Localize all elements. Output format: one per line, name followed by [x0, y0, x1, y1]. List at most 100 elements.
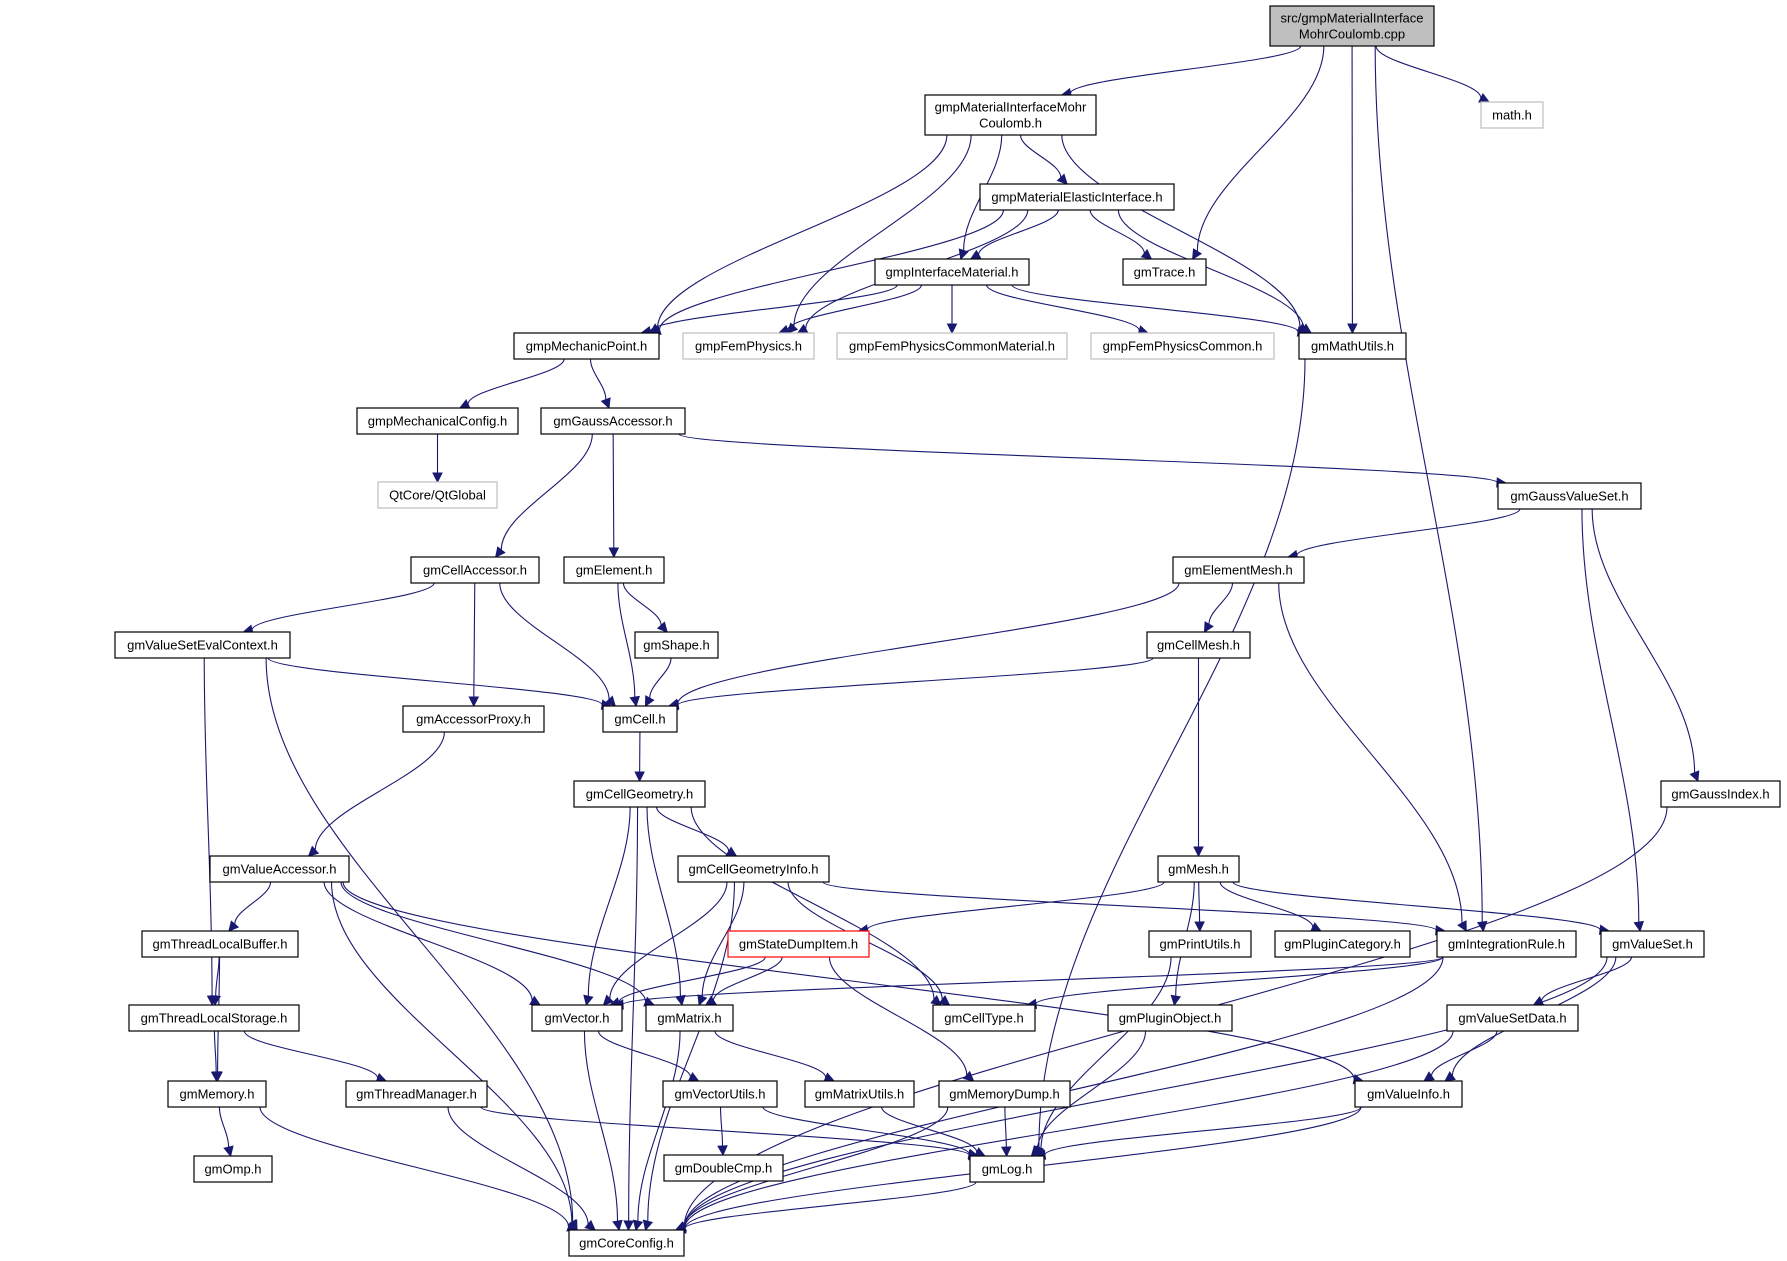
edge-gaussvs-to-gaussidx — [1591, 508, 1700, 783]
node-intrule[interactable]: gmIntegrationRule.h — [1436, 930, 1577, 958]
node-label: gmValueSetEvalContext.h — [127, 638, 278, 653]
edge-line — [1089, 209, 1145, 254]
edge-mohrh-to-mechpt — [649, 134, 948, 334]
node-box — [1122, 258, 1207, 286]
node-mechcfg[interactable]: gmpMechanicalConfig.h — [356, 407, 519, 435]
node-cell[interactable]: gmCell.h — [602, 705, 678, 733]
edge-ifmat-to-mechpt — [640, 284, 898, 337]
node-gaussacc[interactable]: gmGaussAccessor.h — [540, 407, 686, 435]
node-valacc[interactable]: gmValueAccessor.h — [209, 855, 350, 883]
node-label: gmVectorUtils.h — [674, 1087, 765, 1102]
node-math[interactable]: math.h — [1480, 101, 1544, 129]
arrowhead-icon — [1633, 920, 1645, 933]
edge-line — [587, 806, 631, 997]
edge-root-to-mohrh — [1060, 45, 1302, 99]
node-femcom[interactable]: gmpFemPhysicsCommon.h — [1090, 332, 1275, 360]
node-label: gmpFemPhysics.h — [695, 339, 802, 354]
edge-line — [684, 1181, 977, 1230]
node-elastic[interactable]: gmpMaterialElasticInterface.h — [979, 183, 1175, 211]
edge-line — [986, 284, 1140, 331]
node-mathutils[interactable]: gmMathUtils.h — [1298, 332, 1407, 360]
node-label: gmpMaterialInterfaceMohr — [935, 100, 1087, 115]
node-tlstore[interactable]: gmThreadLocalStorage.h — [128, 1004, 300, 1032]
arrowhead-icon — [495, 546, 506, 558]
node-ifmat[interactable]: gmpInterfaceMaterial.h — [874, 258, 1030, 286]
node-element[interactable]: gmElement.h — [563, 556, 665, 584]
arrowhead-icon — [623, 1220, 634, 1232]
edge-cgeominfo-to-matrix — [697, 881, 745, 1007]
edge-line — [1232, 881, 1601, 931]
node-cellgeom[interactable]: gmCellGeometry.h — [573, 780, 706, 808]
node-tlbuf[interactable]: gmThreadLocalBuffer.h — [141, 930, 299, 958]
edge-line — [1430, 1030, 1498, 1077]
node-omp[interactable]: gmOmp.h — [193, 1155, 273, 1183]
edge-line — [340, 881, 647, 1002]
edge-element-to-shape — [622, 582, 668, 633]
arrowhead-icon — [1030, 1145, 1042, 1157]
edge-line — [1196, 45, 1325, 252]
edge-ifmat-to-femphys — [777, 284, 923, 335]
node-mechpt[interactable]: gmpMechanicPoint.h — [513, 332, 660, 360]
node-elemmesh[interactable]: gmElementMesh.h — [1172, 556, 1305, 584]
arrowhead-icon — [612, 1219, 623, 1232]
node-valueset[interactable]: gmValueSet.h — [1600, 930, 1705, 958]
arrowhead-icon — [1140, 248, 1153, 260]
arrowhead-icon — [642, 1219, 654, 1232]
node-trace[interactable]: gmTrace.h — [1122, 258, 1207, 286]
node-mesh[interactable]: gmMesh.h — [1157, 855, 1240, 883]
edge-line — [1375, 45, 1482, 99]
node-box — [568, 1229, 685, 1257]
edge-line — [267, 657, 603, 706]
node-doublecmp[interactable]: gmDoubleCmp.h — [663, 1154, 784, 1182]
edge-elemmesh-to-cell — [667, 582, 1180, 709]
arrowhead-icon — [468, 696, 480, 708]
node-gaussvs[interactable]: gmGaussValueSet.h — [1497, 482, 1642, 510]
node-shape[interactable]: gmShape.h — [634, 631, 719, 659]
edge-root-to-intrule — [1374, 45, 1488, 933]
node-vsdata[interactable]: gmValueSetData.h — [1446, 1004, 1579, 1032]
edge-line — [657, 134, 948, 329]
node-matrix[interactable]: gmMatrix.h — [645, 1004, 734, 1032]
node-matutils[interactable]: gmMatrixUtils.h — [804, 1080, 915, 1108]
node-valueinfo[interactable]: gmValueInfo.h — [1354, 1080, 1463, 1108]
node-box — [209, 855, 350, 883]
edge-line — [649, 657, 672, 699]
node-plugincat[interactable]: gmPluginCategory.h — [1274, 930, 1411, 958]
node-threadmgr[interactable]: gmThreadManager.h — [345, 1080, 488, 1108]
node-label: gmPluginObject.h — [1119, 1011, 1222, 1026]
node-box — [377, 481, 498, 509]
node-memory[interactable]: gmMemory.h — [167, 1080, 267, 1108]
node-celltype[interactable]: gmCellType.h — [932, 1004, 1036, 1032]
edge-threadmgr-to-log — [480, 1106, 980, 1161]
edge-cellgeom-to-vector — [583, 806, 631, 1007]
node-pluginobj[interactable]: gmPluginObject.h — [1107, 1004, 1233, 1032]
node-cellmesh[interactable]: gmCellMesh.h — [1146, 631, 1251, 659]
edge-valacc-to-matrix — [340, 881, 656, 1007]
edge-root-to-trace — [1192, 45, 1325, 260]
node-femcommat[interactable]: gmpFemPhysicsCommonMaterial.h — [836, 332, 1068, 360]
node-statedump[interactable]: gmStateDumpItem.h — [727, 930, 870, 958]
edge-mechpt-to-mechcfg — [458, 358, 565, 409]
node-gaussidx[interactable]: gmGaussIndex.h — [1660, 780, 1781, 808]
node-vecutils[interactable]: gmVectorUtils.h — [662, 1080, 778, 1108]
node-printutils[interactable]: gmPrintUtils.h — [1148, 930, 1252, 958]
node-cgeominfo[interactable]: gmCellGeometryInfo.h — [677, 855, 830, 883]
arrowhead-icon — [1423, 1071, 1435, 1082]
node-qtglobal[interactable]: QtCore/QtGlobal — [377, 481, 498, 509]
node-cellacc[interactable]: gmCellAccessor.h — [410, 556, 540, 584]
node-femphys[interactable]: gmpFemPhysics.h — [682, 332, 815, 360]
node-vseval[interactable]: gmValueSetEvalContext.h — [114, 631, 291, 659]
edge-line — [447, 1106, 589, 1225]
edge-valacc-to-tlbuf — [228, 881, 272, 932]
node-coreconfig[interactable]: gmCoreConfig.h — [568, 1229, 685, 1257]
arrowhead-icon — [629, 695, 640, 708]
node-log[interactable]: gmLog.h — [969, 1155, 1045, 1183]
node-memdump[interactable]: gmMemoryDump.h — [938, 1080, 1071, 1108]
node-vector[interactable]: gmVector.h — [531, 1004, 623, 1032]
node-accproxy[interactable]: gmAccessorProxy.h — [402, 705, 545, 733]
arrowhead-icon — [608, 547, 620, 559]
node-box — [1497, 482, 1642, 510]
node-label: gmMatrix.h — [657, 1011, 721, 1026]
